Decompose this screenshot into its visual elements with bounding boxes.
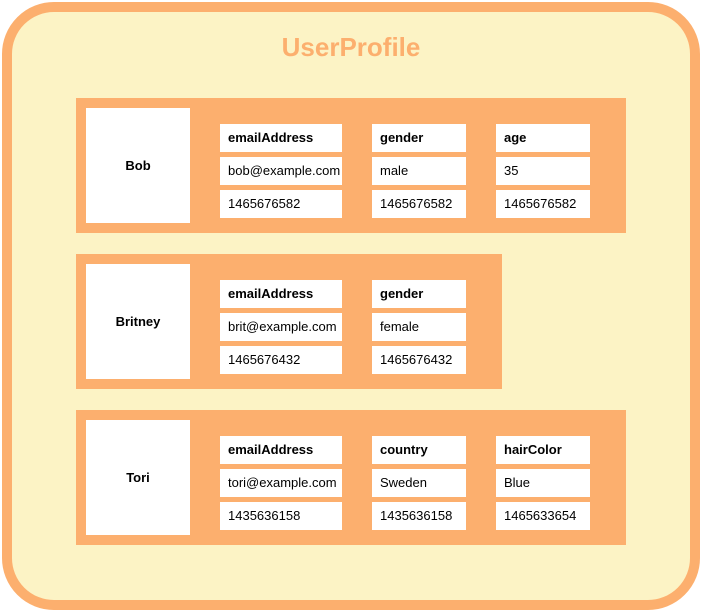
column-timestamp: 1465676432 bbox=[372, 345, 466, 374]
column-haircolor: hairColor Blue 1465633654 bbox=[496, 435, 590, 530]
column-emailaddress: emailAddress brit@example.com 1465676432 bbox=[220, 279, 342, 374]
row-key-box: Tori bbox=[86, 420, 190, 535]
row-key-label: Bob bbox=[125, 158, 151, 173]
column-timestamp: 1435636158 bbox=[220, 501, 342, 530]
column-emailaddress: emailAddress bob@example.com 1465676582 bbox=[220, 123, 342, 218]
row-key-box: Bob bbox=[86, 108, 190, 223]
row-key-box: Britney bbox=[86, 264, 190, 379]
column-value: Sweden bbox=[372, 468, 466, 497]
column-name: gender bbox=[372, 279, 466, 308]
column-name: age bbox=[496, 123, 590, 152]
column-age: age 35 1465676582 bbox=[496, 123, 590, 218]
column-value: tori@example.com bbox=[220, 468, 342, 497]
column-name: gender bbox=[372, 123, 466, 152]
column-value: brit@example.com bbox=[220, 312, 342, 341]
column-gender: gender male 1465676582 bbox=[372, 123, 466, 218]
column-timestamp: 1465676582 bbox=[220, 189, 342, 218]
column-timestamp: 1465676582 bbox=[496, 189, 590, 218]
row-bob: Bob emailAddress bob@example.com 1465676… bbox=[76, 98, 626, 233]
column-name: country bbox=[372, 435, 466, 464]
column-gender: gender female 1465676432 bbox=[372, 279, 466, 374]
column-name: hairColor bbox=[496, 435, 590, 464]
column-name: emailAddress bbox=[220, 279, 342, 308]
column-value: 35 bbox=[496, 156, 590, 185]
column-country: country Sweden 1435636158 bbox=[372, 435, 466, 530]
column-timestamp: 1465676582 bbox=[372, 189, 466, 218]
diagram-title: UserProfile bbox=[281, 32, 421, 62]
column-value: female bbox=[372, 312, 466, 341]
row-key-label: Britney bbox=[115, 314, 161, 329]
column-timestamp: 1465676432 bbox=[220, 345, 342, 374]
row-tori: Tori emailAddress tori@example.com 14356… bbox=[76, 410, 626, 545]
column-value: bob@example.com bbox=[220, 156, 342, 185]
column-value: Blue bbox=[496, 468, 590, 497]
column-value: male bbox=[372, 156, 466, 185]
column-timestamp: 1465633654 bbox=[496, 501, 590, 530]
row-key-label: Tori bbox=[126, 470, 150, 485]
rows-container: Bob emailAddress bob@example.com 1465676… bbox=[12, 98, 690, 545]
row-britney: Britney emailAddress brit@example.com 14… bbox=[76, 254, 502, 389]
column-timestamp: 1435636158 bbox=[372, 501, 466, 530]
column-name: emailAddress bbox=[220, 123, 342, 152]
column-name: emailAddress bbox=[220, 435, 342, 464]
column-emailaddress: emailAddress tori@example.com 1435636158 bbox=[220, 435, 342, 530]
